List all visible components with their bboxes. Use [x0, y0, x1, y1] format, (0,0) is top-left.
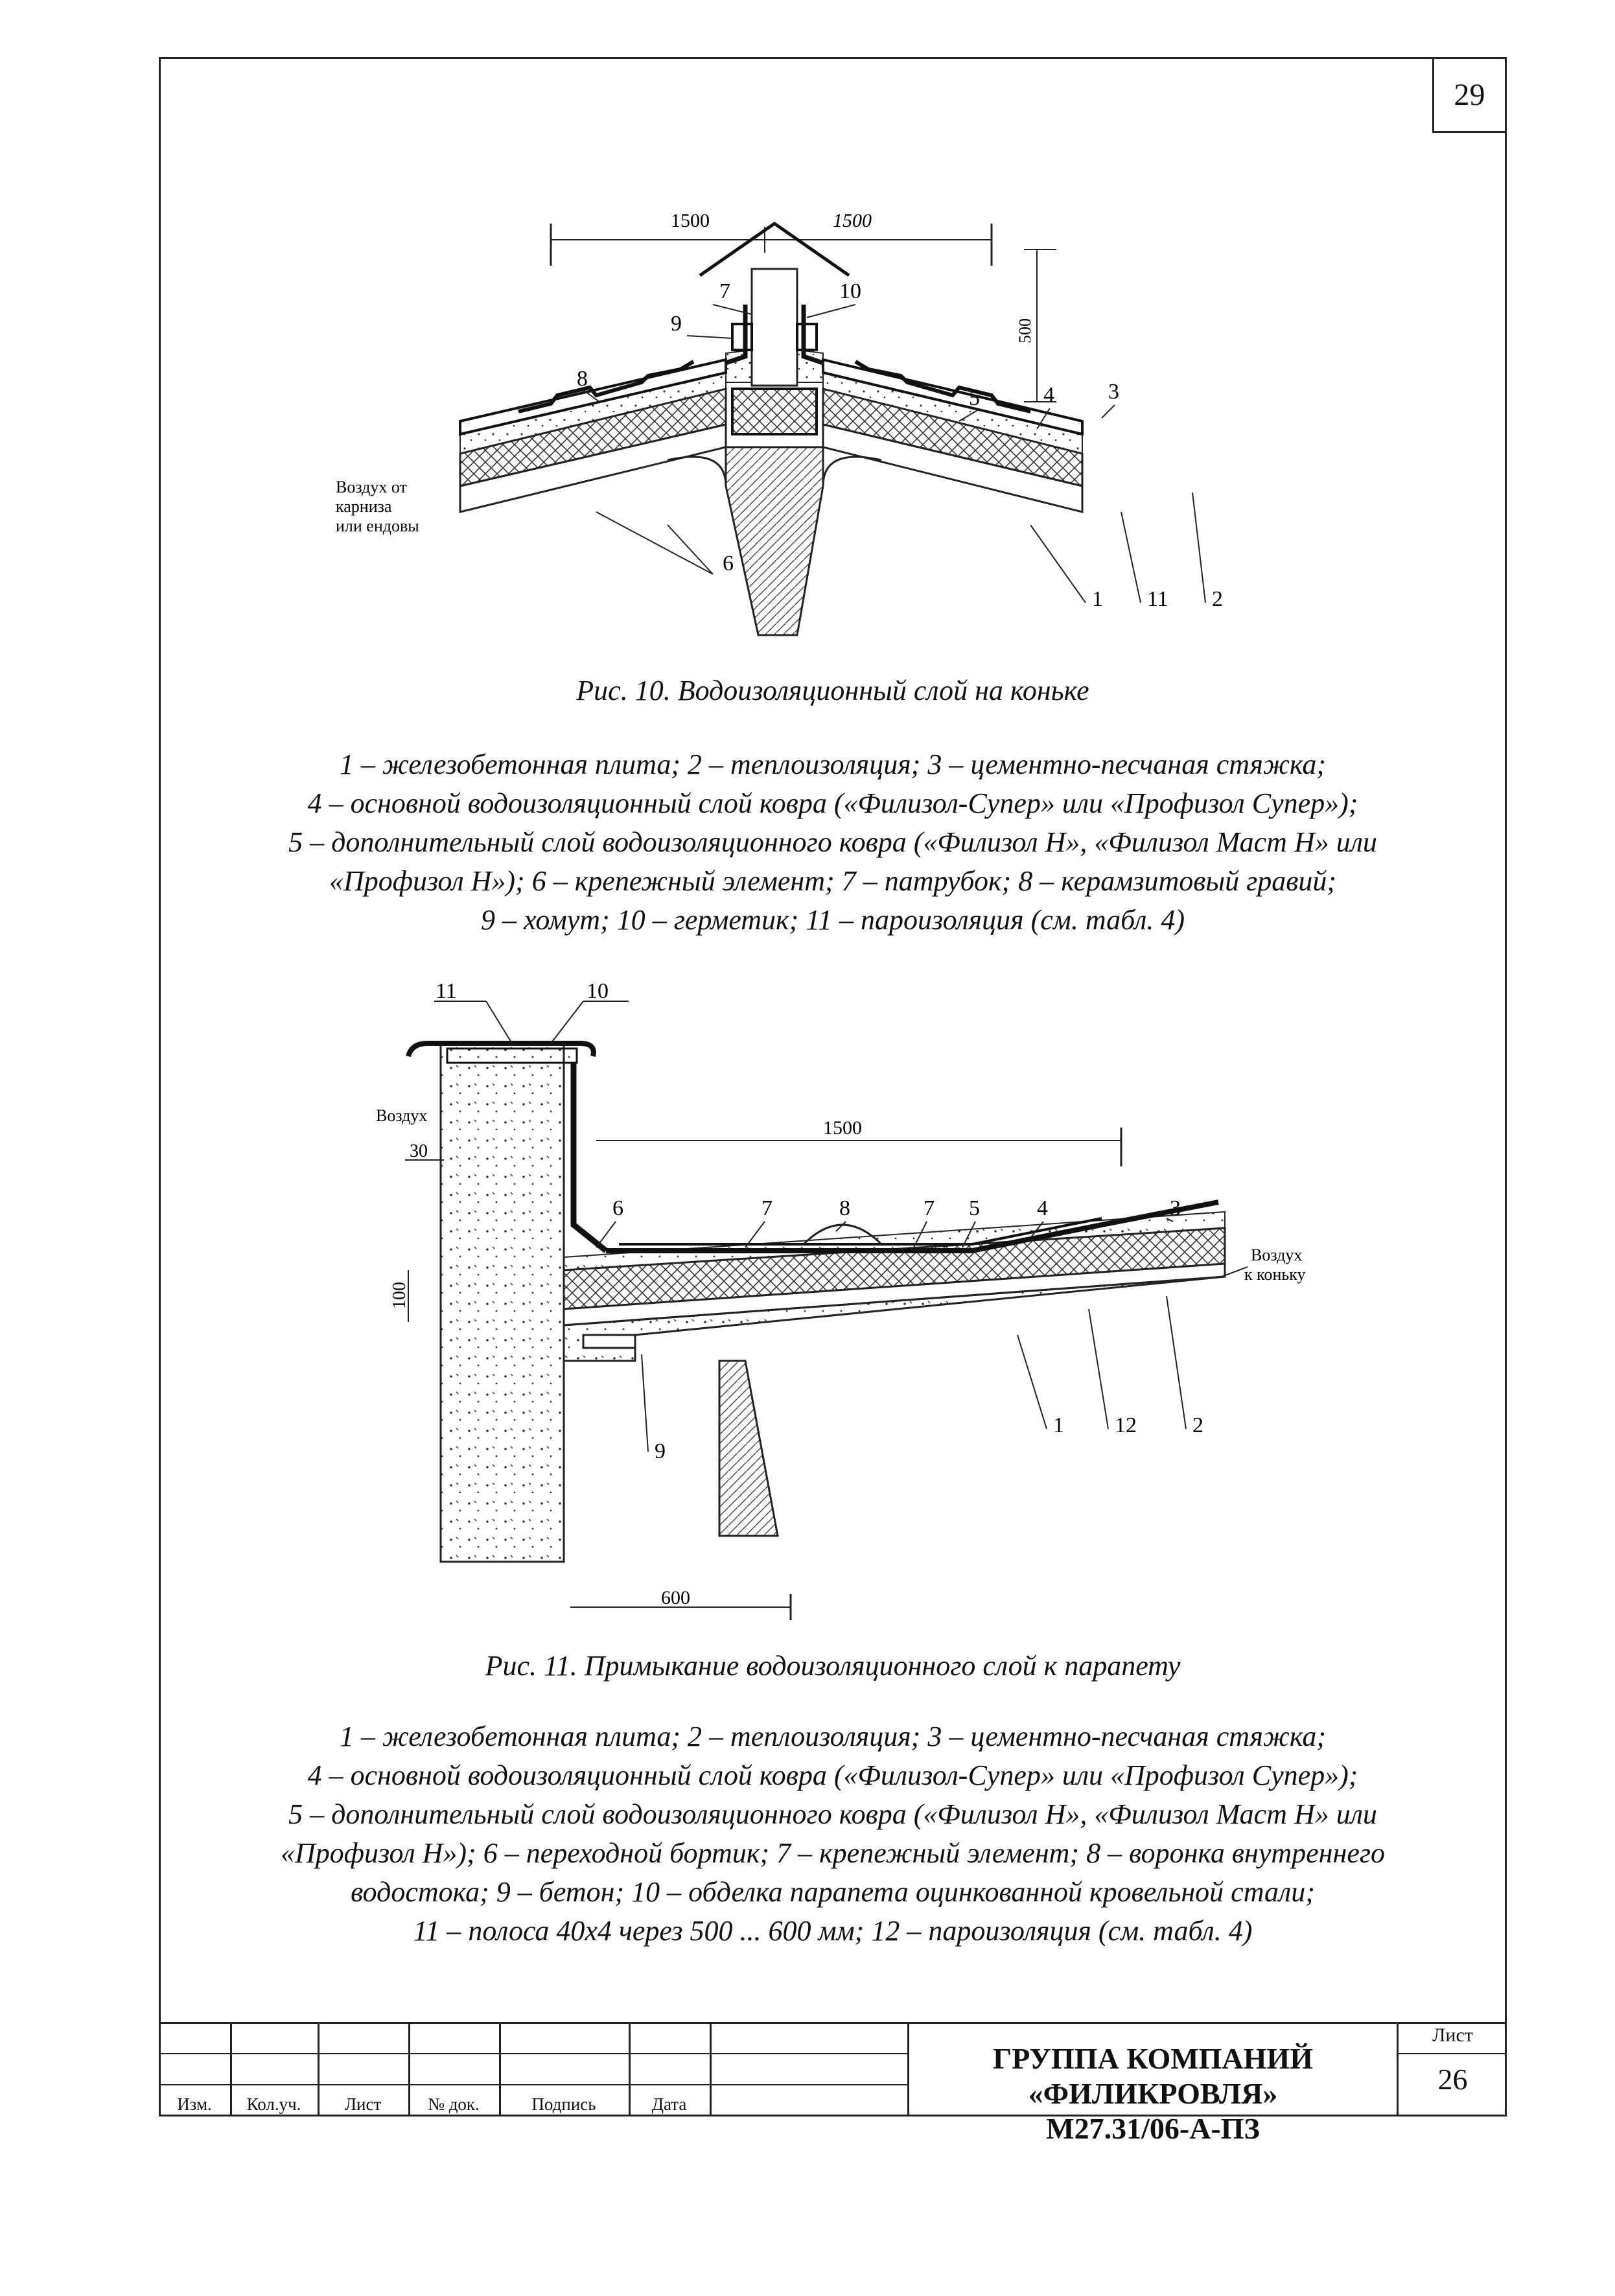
fig11-dim-gap: 30	[410, 1141, 428, 1161]
fig11-legend-line: водостока; 9 – бетон; 10 – обделка парап…	[351, 1876, 1315, 1908]
fig10-label-6: 6	[723, 551, 734, 575]
fig10-dim-right: 1500	[833, 210, 872, 231]
fig11-label-2: 2	[1192, 1413, 1203, 1437]
fig11-dim-height: 100	[389, 1282, 410, 1309]
title-block: Изм. Кол.уч. Лист № док. Подпись Дата ГР…	[159, 2022, 1507, 2145]
fig11-label-4: 4	[1037, 1196, 1048, 1220]
page-corner-number: 29	[1432, 58, 1505, 133]
figure-11-legend: 1 – железобетонная плита; 2 – теплоизоля…	[214, 1717, 1452, 1951]
stamp-col-change: Изм.	[177, 2094, 212, 2114]
fig11-label-6: 6	[612, 1196, 623, 1220]
fig11-label-3: 3	[1170, 1196, 1181, 1220]
stamp-col-signature: Подпись	[531, 2094, 596, 2114]
fig10-label-7: 7	[719, 279, 730, 303]
fig11-dim-bottom: 600	[661, 1587, 690, 1608]
stamp-sheet-box: Лист 26	[1397, 2022, 1507, 2116]
fig10-label-9: 9	[671, 312, 682, 336]
sheet-label: Лист	[1432, 2024, 1473, 2046]
figure-10-caption: Рис. 10. Водоизоляционный слой на коньке	[576, 675, 1089, 706]
fig11-label-7a: 7	[761, 1196, 773, 1220]
stamp-title: ГРУППА КОМПАНИЙ «ФИЛИКРОВЛЯ» М27.31/06-А…	[907, 2022, 1397, 2145]
fig11-label-10: 10	[587, 979, 609, 1003]
fig11-air-right-2: к коньку	[1244, 1265, 1305, 1284]
figure-11-caption: Рис. 11. Примыкание водоизоляционного сл…	[485, 1650, 1181, 1682]
fig10-dim-height: 500	[1016, 318, 1034, 343]
stamp-col-count: Кол.уч.	[246, 2094, 301, 2114]
company-name: ГРУППА КОМПАНИЙ «ФИЛИКРОВЛЯ»	[992, 2042, 1313, 2110]
fig10-label-10: 10	[839, 279, 861, 303]
fig10-legend-line: 1 – железобетонная плита; 2 – теплоизоля…	[339, 748, 1327, 780]
figure-10-legend: 1 – железобетонная плита; 2 – теплоизоля…	[214, 745, 1452, 940]
sheet-number: 26	[1437, 2063, 1468, 2096]
fig11-legend-line: 1 – железобетонная плита; 2 – теплоизоля…	[339, 1721, 1327, 1752]
fig10-label-5: 5	[969, 386, 980, 410]
fig11-dim-top: 1500	[823, 1117, 862, 1139]
fig10-label-2: 2	[1212, 587, 1223, 611]
fig10-label-8: 8	[577, 367, 588, 391]
fig11-legend-line: 11 – полоса 40х4 через 500 ... 600 мм; 1…	[413, 1915, 1253, 1947]
fig11-air-left: Воздух	[376, 1106, 427, 1125]
stamp-col-sheet: Лист	[344, 2094, 382, 2114]
fig10-label-11: 11	[1147, 587, 1168, 611]
fig10-legend-line: 5 – дополнительный слой водоизоляционног…	[288, 826, 1377, 858]
figure-10-ridge-diagram: 1500 1500 500 7 10 9 8 5 4 3 6 1 11 2	[336, 210, 1223, 636]
fig10-dim-left: 1500	[671, 210, 710, 231]
fig11-legend-line: «Профизол Н»); 6 – переходной бортик; 7 …	[280, 1837, 1386, 1869]
stamp-col-date: Дата	[651, 2094, 687, 2114]
fig10-air-note-1: Воздух от	[336, 478, 407, 496]
fig11-label-7b: 7	[924, 1196, 935, 1220]
fig11-legend-line: 4 – основной водоизоляционный слой ковра…	[307, 1759, 1358, 1791]
fig10-label-1: 1	[1092, 587, 1103, 611]
fig11-label-5: 5	[969, 1196, 980, 1220]
fig10-legend-line: «Профизол Н»); 6 – крепежный элемент; 7 …	[329, 865, 1337, 897]
fig11-legend-line: 5 – дополнительный слой водоизоляционног…	[288, 1798, 1377, 1830]
revision-table: Изм. Кол.уч. Лист № док. Подпись Дата	[159, 2022, 907, 2116]
stamp-col-doc: № док.	[428, 2094, 480, 2114]
fig10-label-4: 4	[1043, 383, 1054, 407]
fig10-legend-line: 4 – основной водоизоляционный слой ковра…	[307, 787, 1358, 819]
fig10-air-note-2: карниза	[336, 497, 392, 516]
fig11-label-9: 9	[655, 1439, 666, 1463]
fig10-legend-line: 9 – хомут; 10 – герметик; 11 – пароизоля…	[480, 904, 1185, 936]
fig11-label-12: 12	[1115, 1413, 1137, 1437]
fig11-air-right-1: Воздух	[1251, 1246, 1302, 1264]
document-code: М27.31/06-А-ПЗ	[1046, 2112, 1260, 2145]
fig11-label-11: 11	[436, 979, 457, 1003]
figure-11-parapet-diagram: 1500 600 30 100 11 10 6 7 8 7 5 4 3 9 1 …	[376, 979, 1305, 1620]
fig10-air-note-3: или ендовы	[336, 516, 419, 535]
fig11-label-1: 1	[1053, 1413, 1064, 1437]
fig10-label-3: 3	[1108, 380, 1119, 404]
fig11-label-8: 8	[839, 1196, 850, 1220]
drawing-frame	[159, 57, 1507, 2116]
